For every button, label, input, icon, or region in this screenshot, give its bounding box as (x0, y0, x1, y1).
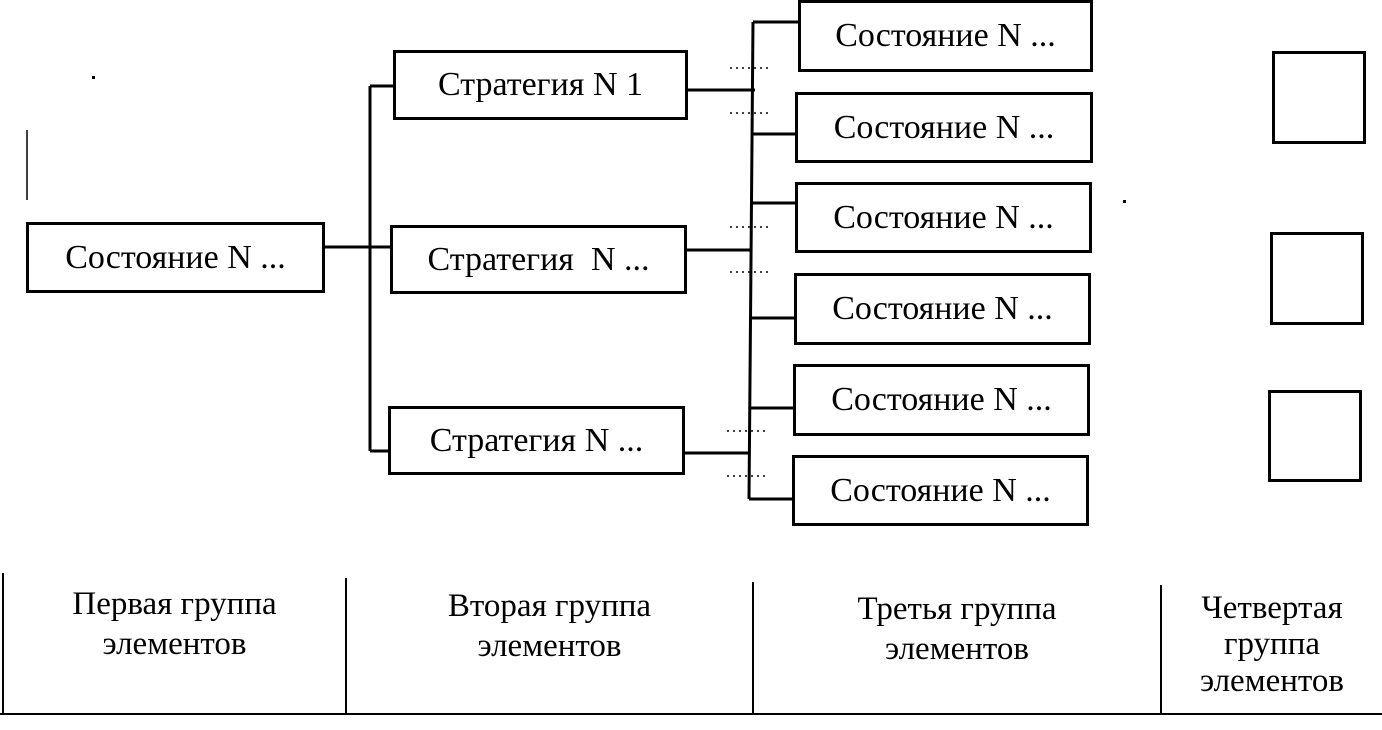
legend-divider (345, 578, 347, 715)
legend-line: элементов (1200, 662, 1344, 699)
legend-third-group: Третья группа элементов (754, 590, 1160, 730)
empty-square-2 (1270, 232, 1364, 325)
strategy-label: Стратегия N 1 (438, 66, 643, 103)
state-box-6: Состояние N ... (792, 455, 1089, 526)
legend-second-group: Вторая группа элементов (347, 587, 752, 727)
state-box-5: Состояние N ... (793, 364, 1090, 436)
state-box-2: Состояние N ... (795, 92, 1093, 163)
legend-line: Третья группа (857, 591, 1057, 627)
strategy-box-2: Стратегия N ... (390, 225, 687, 294)
legend-line: группа (1223, 626, 1321, 663)
root-state-box: Состояние N ... (26, 222, 325, 293)
state-box-4: Состояние N ... (794, 273, 1091, 345)
state-box-1: Состояние N ... (798, 0, 1093, 72)
state-label: Состояние N ... (832, 290, 1053, 327)
legend-line: элементов (477, 627, 622, 664)
legend-line: Первая группа (72, 586, 277, 622)
legend-divider (2, 573, 4, 715)
legend-line: элементов (102, 625, 247, 662)
legend-divider (752, 582, 754, 715)
legend-divider (1160, 585, 1162, 715)
strategy-label: Стратегия N ... (427, 240, 650, 278)
empty-square-3 (1268, 390, 1362, 482)
state-box-3: Состояние N ... (795, 182, 1092, 253)
stray-speck (1123, 200, 1126, 203)
strategy-box-1: Стратегия N 1 (393, 50, 688, 120)
legend-fourth-group: Четвертая группа элементов (1162, 590, 1382, 730)
strategy-box-3: Стратегия N ... (388, 406, 685, 475)
state-label: Состояние N ... (830, 471, 1051, 509)
legend-line: Четвертая (1201, 590, 1343, 626)
legend-bottom-line (0, 713, 1382, 715)
strategy-label: Стратегия N ... (429, 421, 644, 459)
state-label: Состояние N ... (835, 17, 1056, 54)
trunk-states (747, 21, 755, 500)
empty-square-1 (1272, 51, 1366, 144)
state-label: Состояние N ... (833, 198, 1054, 236)
stray-speck (92, 76, 95, 79)
root-state-label: Состояние N ... (65, 238, 286, 276)
state-label: Состояние N ... (831, 381, 1052, 418)
legend-line: элементов (885, 630, 1029, 667)
state-label: Состояние N ... (833, 108, 1055, 146)
legend-line: Вторая группа (447, 588, 652, 624)
legend-first-group: Первая группа элементов (4, 585, 345, 725)
